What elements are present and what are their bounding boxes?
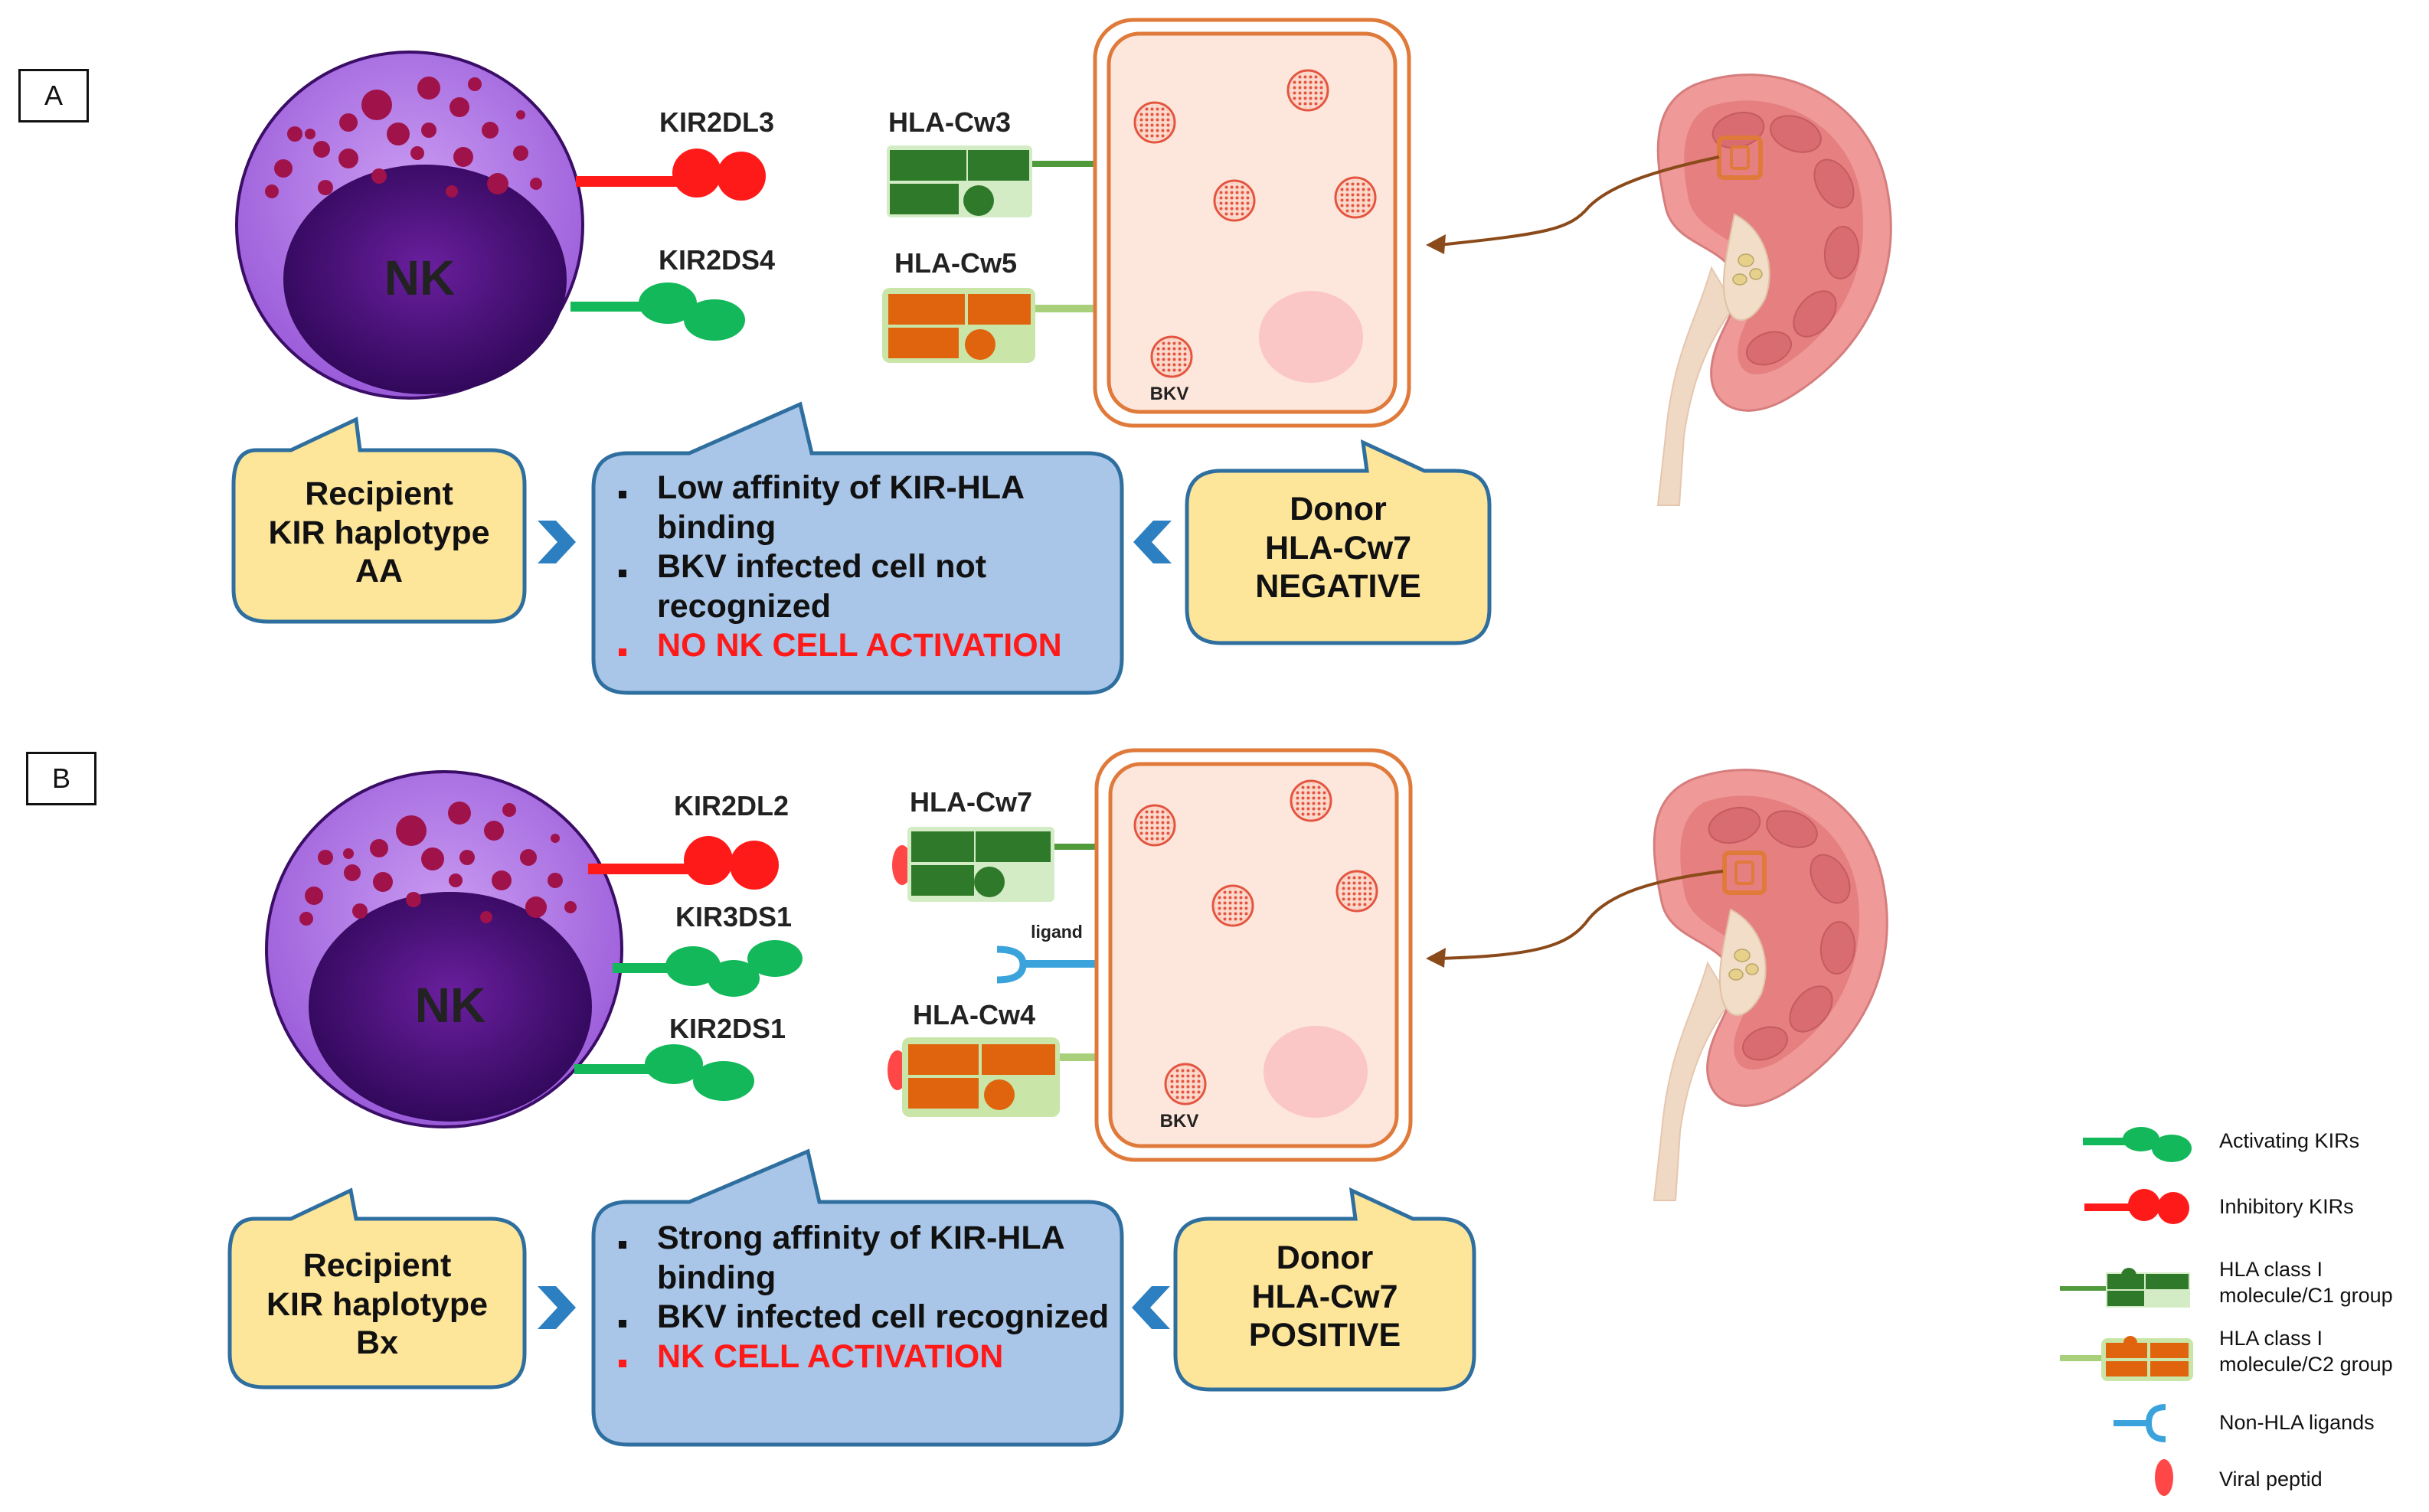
activating-kir-icon bbox=[2083, 1127, 2192, 1162]
legend-activating-label: Activating KIRs bbox=[2219, 1129, 2360, 1152]
chevron-right-icon-a bbox=[538, 521, 576, 563]
hla-c2-icon bbox=[2060, 1336, 2193, 1381]
donor-a-line3: NEGATIVE bbox=[1255, 568, 1421, 606]
bkv-label-b: BKV bbox=[1160, 1111, 1199, 1132]
kir2ds4-label: KIR2DS4 bbox=[659, 244, 775, 276]
chevron-left-icon-b bbox=[1132, 1286, 1170, 1329]
kir2ds4-receptor bbox=[570, 282, 745, 341]
recipient-callout-b bbox=[227, 1187, 527, 1390]
legend-hla-c1-label: HLA class I molecule/C1 group bbox=[2219, 1258, 2393, 1307]
donor-text-b: Donor HLA-Cw7 POSITIVE bbox=[1179, 1239, 1470, 1355]
nk-label-b: NK bbox=[415, 978, 485, 1033]
kir3ds1-label: KIR3DS1 bbox=[675, 901, 792, 932]
center-a-item-1: Low affinity of KIR-HLA binding bbox=[605, 469, 1110, 547]
center-callout-b bbox=[591, 1148, 1124, 1447]
panel-b: NK KIR2DL2 KIR3DS1 KIR2DS1 bbox=[227, 748, 1888, 1447]
center-b-item-1: Strong affinity of KIR-HLA binding bbox=[605, 1219, 1114, 1298]
center-b-item-2: BKV infected cell recognized bbox=[605, 1298, 1114, 1337]
arrow-a bbox=[1439, 155, 1720, 247]
chevron-right-icon-b bbox=[538, 1286, 576, 1329]
center-a-item-2: BKV infected cell not recognized bbox=[605, 547, 1110, 626]
bkv-label-a: BKV bbox=[1150, 384, 1189, 404]
kir2dl2-label: KIR2DL2 bbox=[674, 790, 789, 821]
center-b-item-3: NK CELL ACTIVATION bbox=[605, 1337, 1114, 1377]
legend-ligand-label: Non-HLA ligands bbox=[2219, 1411, 2375, 1434]
donor-b-line3: POSITIVE bbox=[1248, 1317, 1401, 1354]
infected-cell-a: BKV bbox=[1093, 18, 1411, 428]
granules-a bbox=[265, 77, 542, 198]
recipient-text-b: Recipient KIR haplotype Bx bbox=[234, 1246, 521, 1363]
legend-inhibitory-label: Inhibitory KIRs bbox=[2219, 1195, 2354, 1218]
hla-cw4-label: HLA-Cw4 bbox=[913, 999, 1035, 1030]
kidney-a bbox=[1656, 73, 1892, 507]
recipient-a-line2: KIR haplotype bbox=[268, 514, 490, 551]
hla-cw3-label: HLA-Cw3 bbox=[888, 106, 1011, 138]
kir2ds1-receptor bbox=[574, 1044, 754, 1101]
kir2ds1-label: KIR2DS1 bbox=[669, 1013, 786, 1044]
nk-label-a: NK bbox=[384, 250, 455, 305]
recipient-a-line1: Recipient bbox=[305, 475, 453, 512]
recipient-a-line3: AA bbox=[355, 553, 404, 590]
chevron-left-icon-a bbox=[1133, 521, 1172, 563]
hla-cw4-molecule bbox=[888, 1037, 1097, 1117]
viral-peptide-icon bbox=[2155, 1459, 2173, 1496]
donor-b-line1: Donor bbox=[1276, 1239, 1374, 1276]
hla-cw5-label: HLA-Cw5 bbox=[894, 247, 1017, 279]
kidney-b bbox=[1653, 769, 1888, 1202]
center-callout-a bbox=[591, 401, 1124, 695]
non-hla-ligand bbox=[996, 945, 1097, 984]
hla-cw5-molecule bbox=[882, 288, 1094, 363]
recipient-callout-a bbox=[231, 416, 527, 624]
kir3ds1-receptor bbox=[613, 940, 803, 997]
legend-hla-c2-label: HLA class I molecule/C2 group bbox=[2219, 1327, 2393, 1376]
panel-a: NK KIR2DL3 KIR2DS4 HLA-Cw3 bbox=[231, 18, 1892, 695]
granules-b bbox=[299, 802, 577, 926]
legend bbox=[2060, 1127, 2193, 1496]
arrow-b bbox=[1439, 870, 1724, 960]
panel-a-tag: A bbox=[18, 69, 89, 122]
center-list-a: Low affinity of KIR-HLA binding BKV infe… bbox=[605, 469, 1110, 666]
donor-callout-b bbox=[1173, 1187, 1476, 1392]
hla-cw7-molecule bbox=[892, 827, 1097, 902]
panel-b-tag: B bbox=[26, 752, 96, 805]
center-list-b: Strong affinity of KIR-HLA binding BKV i… bbox=[605, 1219, 1114, 1376]
ligand-label: ligand bbox=[1031, 922, 1083, 942]
kir2dl3-label: KIR2DL3 bbox=[659, 106, 774, 138]
panel-a-tag-text: A bbox=[44, 80, 63, 111]
recipient-b-line2: KIR haplotype bbox=[266, 1285, 489, 1323]
infected-cell-b: BKV bbox=[1094, 748, 1413, 1162]
donor-b-line2: HLA-Cw7 bbox=[1251, 1278, 1398, 1315]
recipient-b-line1: Recipient bbox=[302, 1247, 452, 1284]
donor-callout-a bbox=[1185, 439, 1492, 645]
hla-cw7-label: HLA-Cw7 bbox=[910, 786, 1032, 818]
recipient-b-line3: Bx bbox=[356, 1324, 398, 1362]
panel-b-tag-text: B bbox=[51, 763, 70, 794]
center-a-item-3: NO NK CELL ACTIVATION bbox=[605, 626, 1110, 666]
recipient-text-a: Recipient KIR haplotype AA bbox=[237, 475, 521, 591]
kir2dl3-receptor bbox=[576, 149, 766, 201]
nk-cell-b: NK bbox=[265, 770, 623, 1128]
inhibitory-kir-icon bbox=[2084, 1189, 2189, 1224]
kir2dl2-receptor bbox=[588, 836, 779, 890]
donor-text-a: Donor HLA-Cw7 NEGATIVE bbox=[1191, 490, 1486, 606]
legend-viral-label: Viral peptid bbox=[2219, 1468, 2323, 1491]
donor-a-line1: Donor bbox=[1290, 491, 1387, 527]
nk-cell-a: NK bbox=[235, 51, 584, 400]
non-hla-ligand-icon bbox=[2114, 1404, 2166, 1442]
donor-a-line2: HLA-Cw7 bbox=[1264, 529, 1412, 567]
hla-c1-icon bbox=[2060, 1268, 2190, 1308]
hla-cw3-molecule bbox=[887, 145, 1094, 217]
